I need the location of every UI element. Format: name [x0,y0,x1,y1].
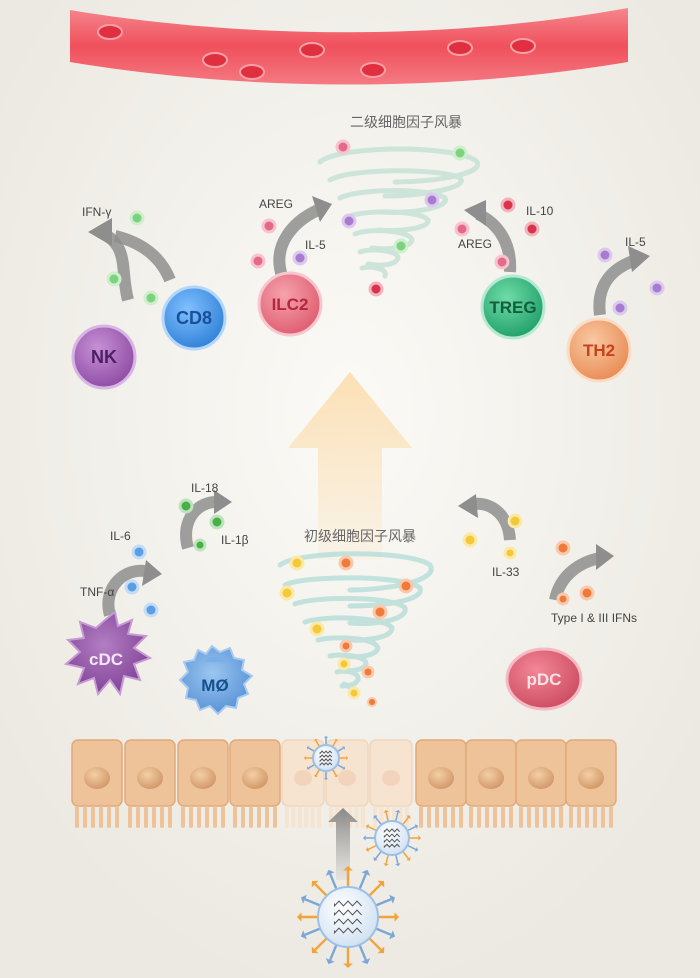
secondary-storm-title: 二级细胞因子风暴 [350,114,462,130]
label-il1b: IL-1β [221,533,249,547]
cell-cd8: CD8 [161,285,227,351]
epithelium-layer [71,739,617,828]
red-blood-cell [97,24,123,40]
primary-storm-tornado [277,551,434,699]
label-areg-treg: AREG [458,237,492,251]
blood-vessel [70,8,628,85]
cell-th2-label: TH2 [583,341,615,360]
red-blood-cell [447,40,473,56]
cell-ilc2-label: ILC2 [272,295,309,314]
cell-cd8-label: CD8 [176,308,212,328]
cell-macrophage: MØ [178,644,254,716]
cell-pdc: pDC [505,647,583,711]
gray-arrows [97,204,639,617]
big-up-arrow [288,372,412,560]
virus-particle-large [297,866,399,968]
red-blood-cell [239,64,265,80]
cell-ilc2: ILC2 [257,271,323,337]
cell-macrophage-label: MØ [201,676,228,695]
label-areg-ilc2: AREG [259,197,293,211]
red-blood-cell [510,38,536,54]
secondary-cytokine-dots [106,197,665,316]
cell-treg-label: TREG [489,298,536,317]
virus-particle-inside-cell [303,735,349,781]
cell-cdc: cDC [63,610,153,697]
primary-storm-title: 初级细胞因子风暴 [304,528,416,544]
epithelial-cell [415,739,467,828]
label-ifn-gamma: IFN-γ [82,205,111,219]
cell-pdc-label: pDC [527,670,562,689]
epithelial-cell [71,739,123,828]
secondary-storm-cytokines [335,139,468,297]
red-blood-cell [299,42,325,58]
label-il33: IL-33 [492,565,520,579]
epithelial-cell [229,739,281,828]
epithelial-cell [565,739,617,828]
label-il5-ilc2: IL-5 [305,238,326,252]
cell-nk-label: NK [91,347,117,367]
primary-storm-cytokines [279,555,414,707]
virus-particle-entering [363,809,421,867]
epithelial-cell [177,739,229,828]
label-il5-th2: IL-5 [625,235,646,249]
red-blood-cell [202,52,228,68]
cell-nk: NK [71,324,137,390]
entry-arrow [328,808,358,880]
label-il6: IL-6 [110,529,131,543]
secondary-storm-tornado [317,146,481,279]
cytokine-labels: IFN-γ AREG IL-5 IL-10 AREG IL-5 IL-6 TNF… [80,197,646,625]
primary-cytokine-dots [124,498,595,618]
epithelial-cell [515,739,567,828]
red-blood-cell [360,62,386,78]
epithelial-cell [124,739,176,828]
cell-cdc-label: cDC [89,650,123,669]
label-il18: IL-18 [191,481,219,495]
cell-th2: TH2 [566,317,632,383]
cell-treg: TREG [480,274,546,340]
label-type-ifns: Type I & III IFNs [551,611,637,625]
label-tnf-alpha: TNF-α [80,585,114,599]
label-il10: IL-10 [526,204,554,218]
gray-arrowheads [88,196,650,586]
